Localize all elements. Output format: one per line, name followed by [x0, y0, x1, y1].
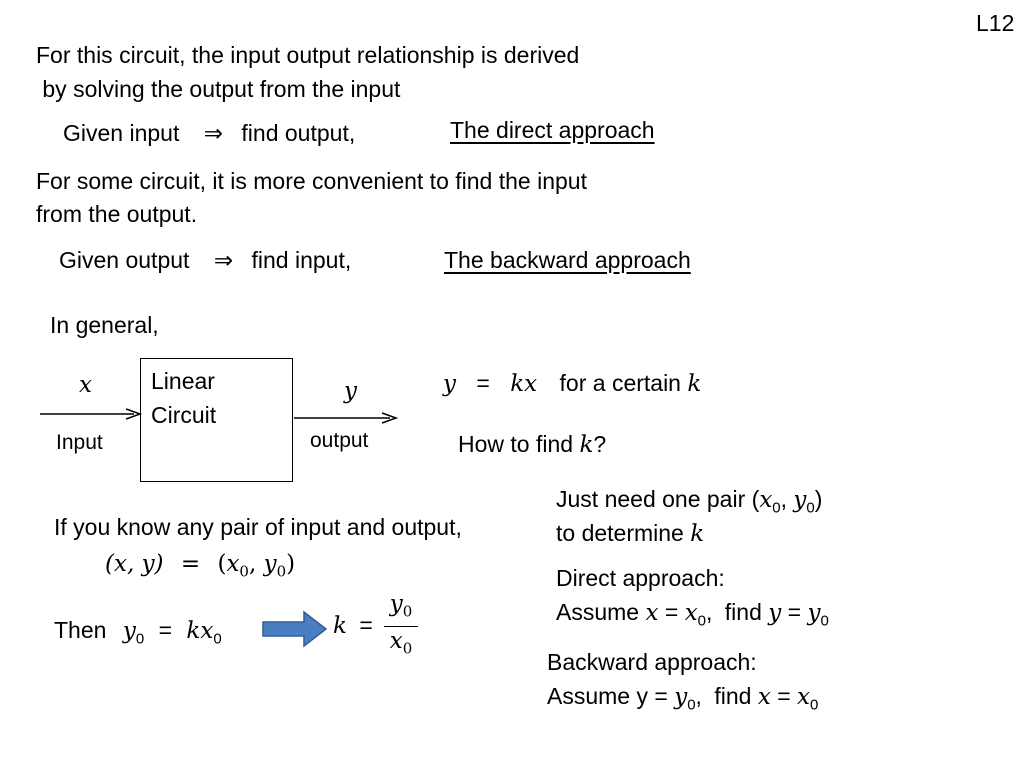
then-equation: Then y0 = kx0: [54, 613, 222, 657]
box-label-line-1: Linear: [151, 368, 215, 394]
block-arrow-icon: [262, 610, 328, 648]
k-formula-k: k: [333, 613, 347, 639]
diagram-input-label: Input: [56, 431, 103, 454]
known-pair-line: If you know any pair of input and output…: [54, 514, 462, 540]
one-pair-x: x: [759, 487, 773, 513]
k-fraction: y0 x0: [384, 591, 418, 661]
then-kx: kx: [186, 618, 214, 644]
then-equals: =: [158, 617, 172, 643]
determine-text: to determine: [556, 520, 684, 546]
linear-circuit-box: [140, 358, 293, 482]
how-to-find-k: How to find k?: [458, 427, 606, 462]
k-formula: k =: [333, 608, 373, 643]
then-y: y: [122, 618, 136, 644]
pair-y0-sub: 0: [276, 562, 287, 581]
output-arrow: [294, 412, 399, 424]
backward-row: Given output ⇒ find input,: [59, 243, 351, 277]
fraction-denominator: x0: [389, 627, 413, 658]
backward-approach-assume: Assume y = y0, find x = x0: [547, 683, 819, 714]
find-output-text: find output,: [241, 120, 356, 146]
direct-approach-title: The direct approach: [450, 117, 655, 143]
given-output-text: Given output: [59, 247, 190, 273]
k-formula-equals: =: [359, 612, 373, 638]
diagram-y-label: y: [344, 378, 357, 404]
known-pair-equation: (x, y) = (x0, y0): [105, 551, 296, 581]
slide-number: L12: [976, 10, 1015, 36]
how-to-k: k: [579, 432, 594, 458]
fraction-numerator: y0: [389, 591, 413, 621]
pair-x0-sub: 0: [239, 562, 249, 581]
implies-arrow-icon: ⇒: [213, 247, 234, 273]
implies-arrow-icon: ⇒: [203, 120, 224, 146]
one-pair-y: y: [793, 487, 807, 513]
eq-kx: kx: [510, 371, 538, 397]
linear-equation: y = kx for a certain k: [443, 366, 701, 401]
find-input-text: find input,: [251, 247, 352, 273]
in-general-text: In general,: [50, 312, 159, 338]
pair-y0: y: [263, 551, 277, 577]
intro-line-1: For this circuit, the input output relat…: [36, 42, 580, 68]
intro-line-2: by solving the output from the input: [36, 76, 401, 102]
one-pair-text: Just need one pair: [556, 486, 746, 512]
eq-suffix: for a certain: [559, 370, 681, 396]
how-to-text: How to find: [458, 431, 574, 457]
diagram-output-label: output: [310, 429, 369, 452]
backward-approach-title: The backward approach: [444, 247, 691, 273]
backward-intro-line-1: For some circuit, it is more convenient …: [36, 168, 587, 194]
eq-k: k: [687, 371, 702, 397]
pair-x0: x: [226, 551, 240, 577]
input-arrow: [40, 408, 143, 420]
then-y-sub: 0: [135, 630, 145, 648]
how-to-q: ?: [593, 431, 607, 457]
eq-equals: =: [476, 370, 490, 396]
fraction-bar: [384, 625, 418, 627]
box-label-line-2: Circuit: [151, 402, 217, 428]
direct-approach-heading: Direct approach:: [556, 565, 725, 591]
diagram-x-label: x: [79, 372, 92, 398]
pair-xy: (x, y): [105, 551, 164, 577]
direct-row: Given input ⇒ find output,: [63, 116, 355, 150]
backward-intro-line-2: from the output.: [36, 201, 198, 227]
pair-equals: =: [180, 551, 201, 577]
then-x-sub: 0: [213, 630, 222, 648]
direct-approach-assume: Assume x = x0, find y = y0: [556, 599, 829, 630]
backward-approach-heading: Backward approach:: [547, 649, 757, 675]
one-pair-line-1: Just need one pair (x0, y0): [556, 486, 823, 517]
then-label: Then: [54, 617, 107, 643]
eq-y: y: [443, 371, 456, 397]
given-input-text: Given input: [63, 120, 180, 146]
determine-k: k: [690, 521, 705, 547]
one-pair-line-2: to determine k: [556, 516, 704, 551]
